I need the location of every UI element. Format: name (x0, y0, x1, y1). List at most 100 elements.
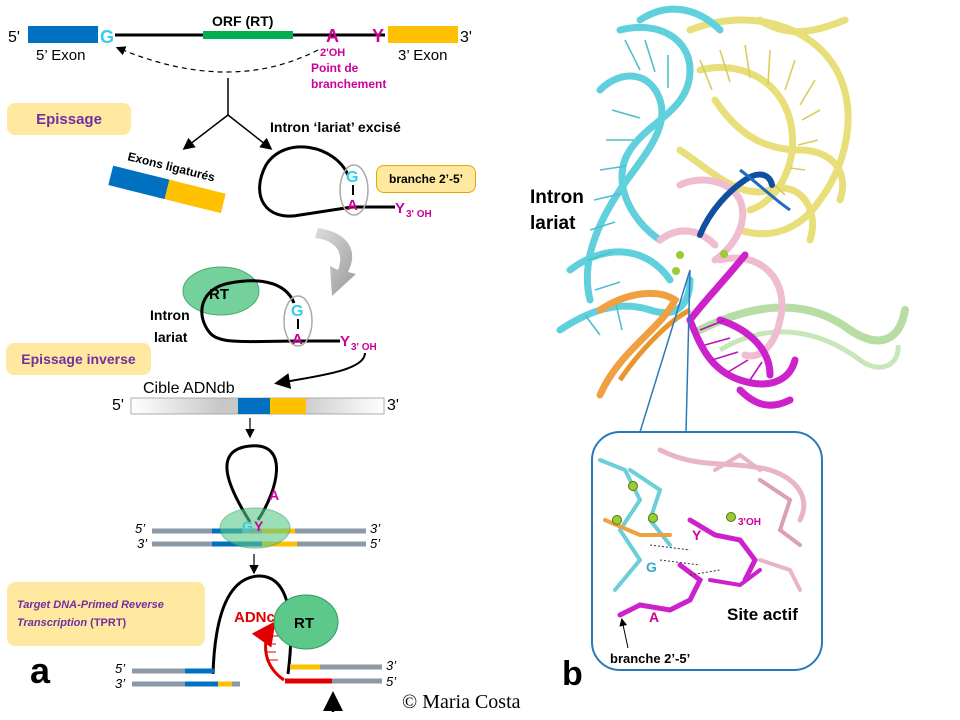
a-label-top: A (326, 26, 339, 46)
branche-arrow (619, 618, 629, 649)
rt-blob-3 (273, 594, 339, 650)
inset-a: A (649, 609, 659, 625)
mg-inset-1 (628, 481, 638, 491)
epissage-box: Epissage (7, 103, 131, 135)
active-site-dashes (649, 544, 721, 576)
inset-g: G (646, 559, 657, 575)
epissage-inverse-label: Epissage inverse (21, 351, 136, 367)
lariat-oh-2: 3' OH (351, 342, 377, 353)
g-label-top: G (100, 27, 114, 47)
inset-oh: 3'OH (738, 517, 761, 528)
rna-cyan (556, 5, 724, 334)
branch-point-label-1: Point de (311, 61, 359, 75)
insert-y: Y (254, 518, 264, 534)
intron-lariat-b-2: lariat (530, 213, 576, 234)
epissage-label: Epissage (36, 110, 102, 128)
target-three: 3' (387, 397, 399, 414)
y-label-top: Y (372, 26, 384, 46)
rna-yellow (676, 16, 852, 244)
target-yellow (270, 398, 306, 414)
tprt-line2-plain: (TPRT) (87, 617, 127, 629)
target-five: 5' (112, 397, 124, 414)
insert-a: A (269, 487, 279, 503)
split-left (182, 114, 229, 150)
copyright: © Maria Costa (402, 691, 521, 713)
lariat-y-1: Y (395, 200, 405, 217)
branche-box-a: branche 2’-5’ (376, 165, 476, 193)
rt-label-3: RT (294, 615, 314, 632)
tprt-three-bot: 3’ (115, 676, 126, 691)
duplex-three-bot: 3’ (137, 536, 148, 551)
rna-cyan-sticks (584, 39, 669, 336)
tprt-line2-italic: Transcription (17, 617, 88, 629)
cdna-arrow (251, 621, 285, 682)
five-exon-block (28, 26, 98, 43)
panel-b-letter: b (562, 655, 583, 693)
mg-inset-2 (612, 515, 622, 525)
intron-lariat-a-2: lariat (154, 329, 188, 345)
three-exon-block (388, 26, 458, 43)
tprt-five-top: 5’ (115, 661, 126, 676)
site-actif-label: Site actif (727, 605, 798, 624)
orf-block (203, 31, 293, 39)
duplex-five-bot: 5’ (370, 536, 381, 551)
oh2-label: 2'OH (320, 47, 345, 59)
adnc-label: ADNc (234, 609, 275, 626)
zoom-line-1 (639, 269, 691, 433)
tprt-line1: Target DNA-Primed Reverse (17, 599, 164, 611)
intron-lariat-b-1: Intron (530, 187, 584, 208)
rna-magenta (686, 251, 799, 409)
panel-a: 5' G ORF (RT) A 2'OH Y 3' 5’ Exon 3’ Exo… (8, 13, 472, 712)
mg-ion-2 (672, 267, 680, 275)
mg-ion-3 (720, 250, 728, 258)
rna-magenta-sticks (699, 319, 763, 381)
duplex-three-top: 3’ (370, 521, 381, 536)
arrow-to-target (274, 352, 366, 389)
five-prime-top: 5' (8, 29, 20, 46)
five-exon-label: 5’ Exon (36, 47, 85, 64)
rna-lightgreen-2 (718, 329, 901, 370)
tprt-three-top: 3’ (386, 658, 397, 673)
target-blue (238, 398, 270, 414)
ligated-blue (108, 165, 170, 200)
duplex-five-top: 5’ (135, 521, 146, 536)
insert-loop (225, 444, 278, 523)
split-right (227, 114, 273, 150)
lariat-loop-2 (200, 279, 340, 344)
epissage-inverse-box: Epissage inverse (6, 343, 151, 375)
branch-ellipse-1 (339, 164, 369, 216)
mg-inset-4 (726, 512, 736, 522)
mg-inset-3 (648, 513, 658, 523)
lariat-a-2: A (292, 331, 303, 348)
rna-yellow-sticks (699, 44, 821, 196)
panel-b: Intron lariat G Y A 3'OH Site ac (530, 5, 909, 693)
tprt-five-bot: 5’ (386, 674, 397, 689)
zoom-line-2 (685, 269, 691, 433)
lariat-g-2: G (291, 303, 303, 320)
active-site-molecules (598, 447, 807, 618)
rt-blob-2 (219, 507, 291, 549)
branche-a-label: branche 2’-5’ (388, 172, 464, 186)
intron-lariat-a-1: Intron (150, 307, 190, 323)
lariat-oh-1: 3' OH (406, 209, 432, 220)
rna-orange (596, 289, 680, 399)
rna-darkblue (697, 171, 775, 238)
tprt-box: Target DNA-Primed Reverse Transcription … (7, 582, 205, 646)
tprt-line2: Transcription (TPRT) (17, 617, 126, 629)
cdna-hatch (265, 635, 278, 661)
mg-ion-1 (676, 251, 684, 259)
lariat-loop-1 (258, 145, 395, 218)
three-prime-top: 3' (460, 29, 472, 46)
inset-y: Y (692, 527, 702, 543)
grey-curve-arrow (315, 228, 356, 296)
cible-label: Cible ADNdb (143, 380, 235, 397)
branch-point-label-2: branchement (311, 77, 386, 91)
active-site-box (591, 431, 823, 671)
lariat-g-1: G (346, 169, 358, 186)
insert-g: G (242, 518, 253, 534)
dashed-arc (115, 46, 319, 73)
orf-label: ORF (RT) (212, 13, 273, 29)
rna-orange-2 (617, 307, 692, 382)
rna-lightgreen (696, 303, 909, 345)
lariat-y-2: Y (340, 333, 350, 350)
